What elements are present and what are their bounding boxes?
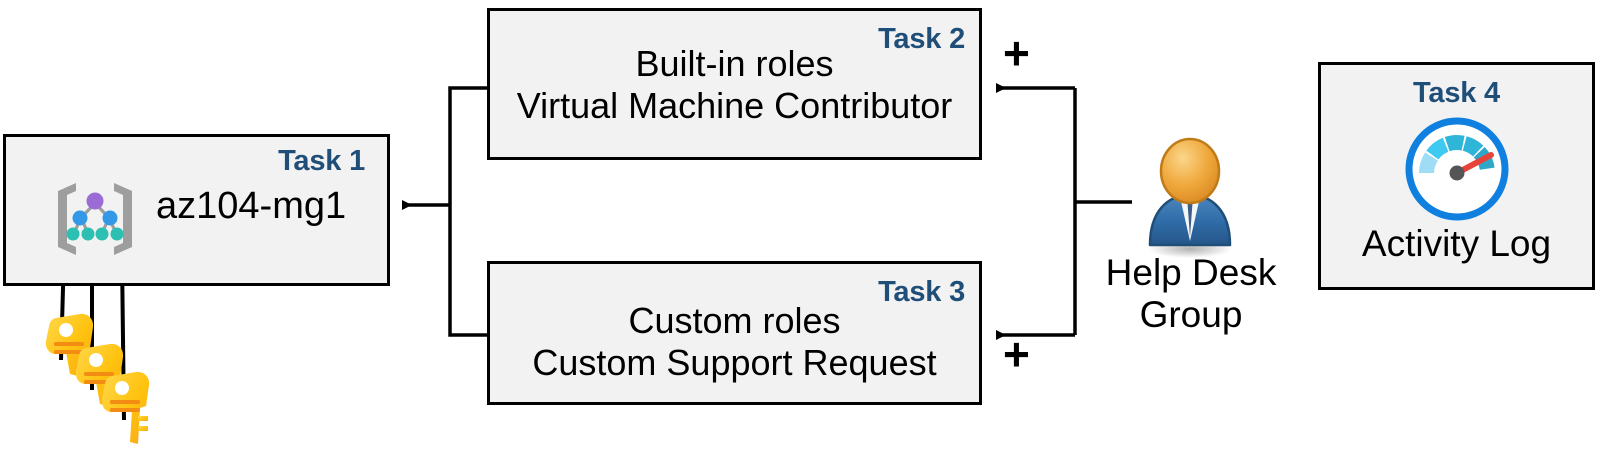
task-2-tag: Task 2: [878, 23, 965, 55]
task-3-box[interactable]: Task 3 Custom roles Custom Support Reque…: [487, 261, 982, 405]
left-connector-group: [402, 86, 487, 337]
task-2-text: Built-in roles Virtual Machine Contribut…: [490, 43, 979, 127]
helpdesk-group-label: Help Desk Group: [1075, 252, 1307, 336]
task-3-line-2: Custom Support Request: [532, 342, 937, 384]
management-group-icon: [50, 173, 140, 263]
task-3-text: Custom roles Custom Support Request: [490, 300, 979, 384]
task-2-box[interactable]: Task 2 Built-in roles Virtual Machine Co…: [487, 8, 982, 160]
keys-icon: [38, 310, 150, 449]
task-3-tag: Task 3: [878, 276, 965, 308]
gauge-icon: [1405, 117, 1509, 221]
task-4-tag: Task 4: [1413, 77, 1500, 109]
task-4-box[interactable]: Task 4 Activity Log: [1318, 62, 1595, 290]
user-group-icon: [1130, 137, 1250, 259]
helpdesk-line-1: Help Desk: [1105, 252, 1277, 293]
task-2-line-1: Built-in roles: [635, 43, 834, 84]
task-4-label: Activity Log: [1361, 223, 1552, 264]
plus-operator-top: +: [1003, 27, 1030, 79]
plus-operator-bottom: +: [1003, 328, 1030, 380]
task-1-box[interactable]: Task 1: [3, 134, 390, 286]
task-3-line-1: Custom roles: [628, 300, 841, 341]
task-1-tag: Task 1: [278, 145, 365, 177]
task-2-line-2: Virtual Machine Contributor: [516, 85, 953, 127]
task-1-label: az104-mg1: [156, 185, 347, 227]
helpdesk-line-2: Group: [1139, 293, 1243, 335]
